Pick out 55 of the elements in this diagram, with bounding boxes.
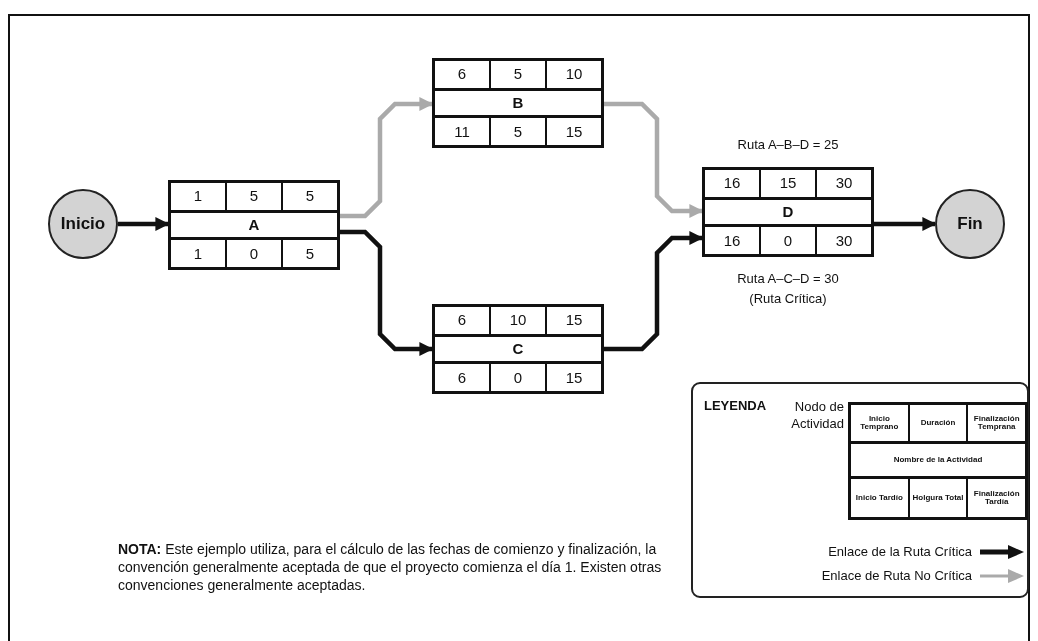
legend-node-sample (848, 402, 1028, 520)
arrow (118, 217, 170, 231)
field-cell: Finalización Tardía (967, 478, 1026, 518)
note-text: NOTA: Este ejemplo utiliza, para el cálculo de las fechas de comienzo y finalización, la convención generalmente aceptada de que el proyecto comienza el día 1. Existen otras convenciones generalmente aceptadas. (118, 540, 663, 595)
time-cell: 5 (490, 117, 546, 146)
time-cell: 16 (704, 226, 760, 255)
arrow (340, 97, 434, 219)
event-label: Inicio (60, 214, 106, 234)
activity-node (168, 180, 340, 270)
time-cell: 0 (760, 226, 816, 255)
legend-text: Enlace de la Ruta Crítica (827, 543, 972, 561)
time-cell: 5 (226, 182, 282, 211)
time-cell: 6 (434, 60, 490, 89)
time-cell: 10 (546, 60, 602, 89)
node-legend-label: Nodo de Actividad (790, 398, 844, 432)
time-cell: 1 (170, 239, 226, 268)
arrow (604, 101, 704, 218)
activity-name-cell: C (434, 334, 602, 364)
arrow (340, 229, 434, 356)
field-cell: Inicio Temprano (850, 404, 909, 442)
activity-name-cell: Nombre de la Actividad (850, 442, 1026, 478)
event-label: Fin (957, 214, 983, 234)
time-cell: 6 (434, 363, 490, 392)
path-total-note: Ruta A–B–D = 25 (736, 136, 840, 154)
arrow (604, 231, 704, 352)
time-cell: 15 (760, 169, 816, 198)
field-cell: Duración (908, 404, 968, 442)
legend-text: Enlace de Ruta No Crítica (820, 567, 972, 585)
field-cell: Inicio Tardío (850, 478, 909, 518)
activity-node (702, 167, 874, 257)
time-cell: 5 (490, 60, 546, 89)
field-cell: Holgura Total (908, 478, 968, 518)
time-cell: 15 (546, 117, 602, 146)
activity-node (432, 304, 604, 394)
activity-name-cell: B (434, 88, 602, 118)
field-cell: Finalización Temprana (967, 404, 1026, 442)
time-cell: 0 (226, 239, 282, 268)
arrow (874, 217, 937, 231)
time-cell: 16 (704, 169, 760, 198)
activity-name-cell: D (704, 197, 872, 227)
time-cell: 10 (490, 306, 546, 335)
activity-node (432, 58, 604, 148)
time-cell: 0 (490, 363, 546, 392)
time-cell: 6 (434, 306, 490, 335)
time-cell: 30 (816, 226, 872, 255)
time-cell: 15 (546, 363, 602, 392)
time-cell: 5 (282, 182, 338, 211)
legend-title: LEYENDA (704, 398, 768, 415)
time-cell: 1 (170, 182, 226, 211)
path-total-note: Ruta A–C–D = 30 (Ruta Crítica) (736, 270, 840, 308)
time-cell: 15 (546, 306, 602, 335)
time-cell: 11 (434, 117, 490, 146)
time-cell: 30 (816, 169, 872, 198)
time-cell: 5 (282, 239, 338, 268)
activity-name-cell: A (170, 210, 338, 240)
